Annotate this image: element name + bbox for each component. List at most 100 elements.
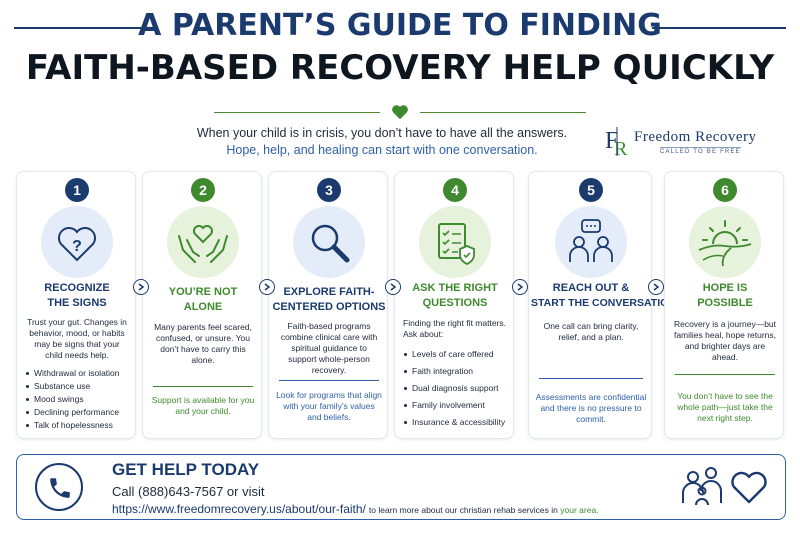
intro-hope-text: Hope, help, and healing can start with o… — [226, 143, 538, 157]
chevron-right-icon — [653, 283, 660, 291]
magnifier-icon — [311, 224, 350, 263]
cta-small-main: to learn more about our christian rehab … — [368, 505, 561, 515]
list-item: Insurance & accessibility — [403, 414, 511, 431]
next-arrow-5 — [648, 279, 664, 295]
title-rule-left — [14, 27, 146, 29]
chevron-right-icon — [138, 283, 145, 291]
cta-call-suffix: or visit — [223, 484, 265, 499]
step-title-3b: CENTERED OPTIONS — [272, 301, 386, 313]
step-note-6: You don’t have to see the whole path—jus… — [677, 391, 773, 423]
list-item: Withdrawal or isolation — [25, 367, 133, 380]
checklist-shield-icon — [438, 223, 475, 266]
step-title-5a: REACH OUT & — [552, 282, 630, 294]
step-title-1a: RECOGNIZE — [44, 282, 110, 294]
step-body-3: Faith-based programs combine clinical ca… — [280, 321, 378, 375]
title-rule-right — [652, 27, 786, 29]
step-note-5: Assessments are confidential and there i… — [535, 392, 647, 424]
step-title-6a: HOPE IS — [702, 282, 748, 294]
intro-text: When your child is in crisis, you don’t … — [196, 126, 568, 140]
logo-tagline: CALLED TO BE FREE — [660, 147, 741, 155]
website-link[interactable]: https://www.freedomrecovery.us/about/our… — [112, 502, 366, 516]
step-title-4b: QUESTIONS — [422, 297, 488, 309]
svg-text:R: R — [614, 138, 628, 158]
logo-name: Freedom Recovery — [634, 129, 757, 145]
cta-call-line: Call (888)643-7567 or visit — [112, 484, 264, 499]
step-title-1b: THE SIGNS — [47, 297, 107, 309]
step-separator-3 — [279, 380, 379, 381]
list-item: Family involvement — [403, 397, 511, 414]
step-note-2: Support is available for you and your ch… — [151, 395, 255, 416]
list-item: Levels of care offered — [403, 346, 511, 363]
step-body-5: One call can bring clarity, relief, and … — [543, 321, 639, 342]
get-help-banner: GET HELP TODAY Call (888)643-7567 or vis… — [16, 454, 786, 520]
list-item: Mood swings — [25, 393, 133, 406]
svg-text:?: ? — [72, 238, 82, 255]
chevron-right-icon — [517, 283, 524, 291]
list-item: Faith integration — [403, 363, 511, 380]
title-line-1: A PARENT’S GUIDE TO FINDING — [138, 8, 662, 43]
step-icon-circle-3 — [293, 206, 365, 278]
fr-monogram-icon: F R — [605, 127, 628, 158]
sunrise-path-icon — [698, 220, 752, 267]
conversation-people-icon — [569, 219, 613, 262]
hands-heart-icon — [178, 225, 228, 263]
step-separator-5 — [539, 378, 643, 379]
step-body-1: Trust your gut. Changes in behavior, moo… — [27, 317, 127, 360]
step-card-2: 2 YOU’RE NOT ALONE Many parents feel sca… — [142, 171, 262, 439]
heart-icon — [392, 105, 408, 120]
cta-call-prefix: Call — [112, 484, 139, 499]
step-number-6: 6 — [713, 178, 737, 202]
step-card-6: 6 HOPE IS POSSIBLE Recovery is a journey… — [664, 171, 784, 439]
step-number-2: 2 — [191, 178, 215, 202]
next-arrow-2 — [259, 279, 275, 295]
step-icon-circle-2 — [167, 206, 239, 278]
step-title-2b: ALONE — [183, 301, 223, 313]
step-card-5: 5 REACH OUT & START THE CONVERSATION One… — [528, 171, 676, 439]
step-body-6: Recovery is a journey—but families heal,… — [673, 319, 777, 362]
step-icon-circle-5 — [555, 206, 627, 278]
divider-left — [214, 112, 380, 113]
step-separator-2 — [153, 386, 253, 387]
phone-icon — [50, 478, 70, 498]
step-bullets-4: Levels of care offered Faith integration… — [403, 346, 511, 431]
chevron-right-icon — [390, 283, 397, 291]
step-title-6b: POSSIBLE — [697, 297, 753, 309]
step-card-1: 1 ? RECOGNIZE THE SIGNS Trust your gut. … — [16, 171, 136, 439]
step-title-3a: EXPLORE FAITH- — [283, 286, 375, 298]
step-icon-circle-4 — [419, 206, 491, 278]
step-bullets-1: Withdrawal or isolation Substance use Mo… — [25, 367, 133, 432]
cta-small-accent: your area. — [560, 505, 599, 515]
heart-question-icon: ? — [58, 227, 96, 262]
cta-small-text: to learn more about our christian rehab … — [369, 505, 599, 515]
step-number-4: 4 — [443, 178, 467, 202]
list-item: Talk of hopelessness — [25, 419, 133, 432]
list-item: Dual diagnosis support — [403, 380, 511, 397]
svg-text:F: F — [605, 128, 618, 154]
phone-icon-circle[interactable] — [35, 463, 83, 511]
step-body-4: Finding the right fit matters. Ask about… — [403, 318, 506, 339]
next-arrow-4 — [512, 279, 528, 295]
cta-title: GET HELP TODAY — [112, 460, 260, 479]
title-line-2: FAITH-BASED RECOVERY HELP QUICKLY — [25, 48, 775, 88]
step-title-2a: YOU’RE NOT — [168, 286, 238, 298]
step-icon-circle-6 — [689, 206, 761, 278]
list-item: Declining performance — [25, 406, 133, 419]
list-item: Substance use — [25, 380, 133, 393]
step-card-4: 4 ASK THE RIGHT QUESTIONS Finding the ri… — [394, 171, 514, 439]
step-number-3: 3 — [317, 178, 341, 202]
step-note-3: Look for programs that align with your f… — [276, 390, 382, 422]
step-card-3: 3 EXPLORE FAITH- CENTERED OPTIONS Faith-… — [268, 171, 388, 439]
step-title-5b: START THE CONVERSATION — [531, 297, 676, 309]
next-arrow-1 — [133, 279, 149, 295]
freedom-recovery-logo[interactable]: F R Freedom Recovery CALLED TO BE FREE — [604, 124, 794, 160]
family-icon — [682, 467, 722, 506]
step-title-4a: ASK THE RIGHT — [412, 282, 498, 294]
step-separator-6 — [675, 374, 775, 375]
next-arrow-3 — [385, 279, 401, 295]
step-body-2: Many parents feel scared, confused, or u… — [154, 322, 252, 365]
phone-number-link[interactable]: (888)643-7567 — [138, 484, 224, 499]
chevron-right-icon — [264, 283, 271, 291]
step-icon-circle-1: ? — [41, 206, 113, 278]
heart-outline-icon — [731, 471, 767, 504]
divider-right — [420, 112, 586, 113]
